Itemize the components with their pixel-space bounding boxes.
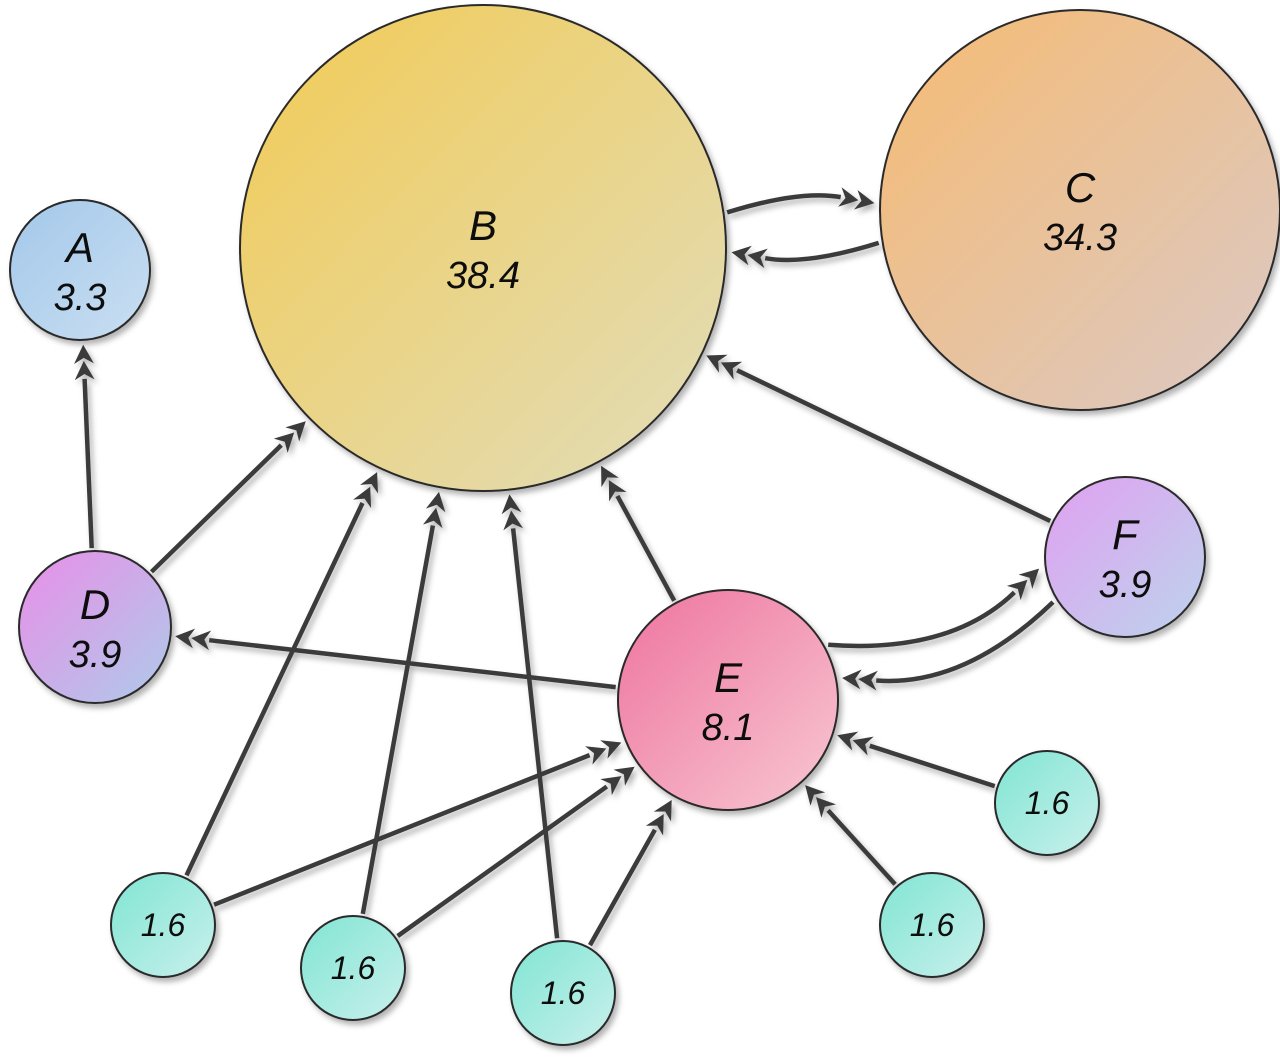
edge-E-to-D xyxy=(175,628,616,690)
node-C: C 34.3 xyxy=(879,9,1280,411)
node-s5: 1.6 xyxy=(994,750,1100,856)
node-value-s2: 1.6 xyxy=(331,950,376,986)
node-circle-F xyxy=(1044,476,1206,638)
node-value-s1: 1.6 xyxy=(141,907,186,943)
node-B: B 38.4 xyxy=(239,4,727,492)
node-value-B: 38.4 xyxy=(446,255,520,297)
edge-C-to-B xyxy=(731,240,880,269)
node-E: E 8.1 xyxy=(617,589,839,811)
edge-s3-to-B xyxy=(501,494,560,939)
node-value-A: 3.3 xyxy=(54,277,107,319)
edge-s1-to-E xyxy=(213,740,622,907)
node-label-B: B xyxy=(469,202,497,249)
node-A: A 3.3 xyxy=(9,199,151,341)
node-circle-C xyxy=(879,9,1280,411)
edges-layer xyxy=(74,187,1055,947)
node-circle-s5 xyxy=(994,750,1100,856)
edge-s4-to-E xyxy=(805,785,897,886)
node-s1: 1.6 xyxy=(110,872,216,978)
node-circle-s4 xyxy=(879,872,985,978)
edge-E-to-B xyxy=(601,465,677,602)
node-circle-D xyxy=(18,550,172,704)
node-value-s3: 1.6 xyxy=(541,975,586,1011)
node-circle-E xyxy=(617,589,839,811)
node-s4: 1.6 xyxy=(879,872,985,978)
node-D: D 3.9 xyxy=(18,550,172,704)
node-value-s4: 1.6 xyxy=(910,907,955,943)
node-label-E: E xyxy=(714,654,743,701)
edge-F-to-B xyxy=(706,354,1052,524)
node-s3: 1.6 xyxy=(510,940,616,1046)
node-label-F: F xyxy=(1112,511,1140,558)
edge-s2-to-E xyxy=(396,766,635,938)
node-value-C: 34.3 xyxy=(1043,217,1117,259)
node-label-C: C xyxy=(1065,164,1096,211)
node-label-D: D xyxy=(80,581,110,628)
edge-s2-to-B xyxy=(360,491,446,915)
edge-B-to-C xyxy=(726,187,875,215)
node-circle-s2 xyxy=(300,915,406,1021)
edge-s3-to-E xyxy=(588,799,672,947)
node-circle-s1 xyxy=(110,872,216,978)
node-circle-s3 xyxy=(510,940,616,1046)
node-label-A: A xyxy=(63,224,94,271)
node-value-F: 3.9 xyxy=(1099,564,1152,606)
node-value-D: 3.9 xyxy=(69,634,122,676)
edge-s5-to-E xyxy=(837,731,996,789)
edge-D-to-A xyxy=(74,344,95,549)
node-value-E: 8.1 xyxy=(702,707,755,749)
edge-E-to-F xyxy=(828,568,1040,649)
node-value-s5: 1.6 xyxy=(1025,785,1070,821)
edge-s1-to-B xyxy=(184,472,378,877)
node-circle-B xyxy=(239,4,727,492)
node-circle-A xyxy=(9,199,151,341)
edge-D-to-B xyxy=(149,421,306,574)
node-F: F 3.9 xyxy=(1044,476,1206,638)
node-s2: 1.6 xyxy=(300,915,406,1021)
edge-F-to-E xyxy=(842,600,1055,691)
